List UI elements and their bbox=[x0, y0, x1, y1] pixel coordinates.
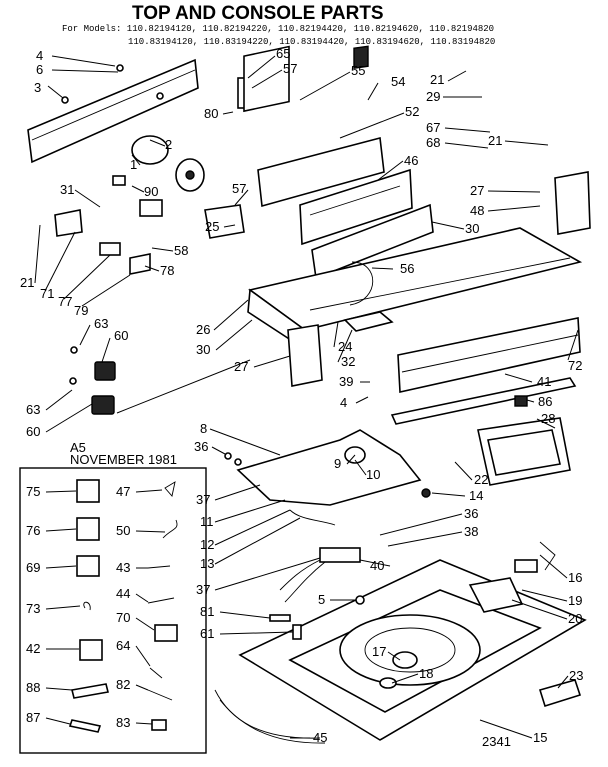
callout: 57 bbox=[283, 61, 297, 76]
callout-labels: 4 6 3 65 57 55 54 21 29 80 52 67 68 2 1 … bbox=[20, 46, 583, 745]
callout: 30 bbox=[196, 342, 210, 357]
callout: 27 bbox=[234, 359, 248, 374]
callout: 78 bbox=[160, 263, 174, 278]
models-line-2: 110.83194120, 110.83194220, 110.83194420… bbox=[128, 37, 495, 47]
legend-callout: 70 bbox=[116, 610, 130, 625]
callout: 79 bbox=[74, 303, 88, 318]
callout: 27 bbox=[470, 183, 484, 198]
date-label: NOVEMBER 1981 bbox=[70, 452, 177, 467]
callout: 63 bbox=[94, 316, 108, 331]
callout: 2 bbox=[165, 137, 172, 152]
callout: 16 bbox=[568, 570, 582, 585]
callout: 28 bbox=[541, 411, 555, 426]
legend-callout: 64 bbox=[116, 638, 130, 653]
callout: 63 bbox=[26, 402, 40, 417]
callout: 37 bbox=[196, 492, 210, 507]
callout: 56 bbox=[400, 261, 414, 276]
callout: 68 bbox=[426, 135, 440, 150]
callout: 37 bbox=[196, 582, 210, 597]
callout: 54 bbox=[391, 74, 405, 89]
callout: 72 bbox=[568, 358, 582, 373]
callout: 71 bbox=[40, 286, 54, 301]
legend-callout: 87 bbox=[26, 710, 40, 725]
callout: 31 bbox=[60, 182, 74, 197]
legend-leader-lines bbox=[45, 489, 166, 725]
callout: 18 bbox=[419, 666, 433, 681]
callout: 38 bbox=[464, 524, 478, 539]
callout: 36 bbox=[194, 439, 208, 454]
callout: 9 bbox=[334, 456, 341, 471]
parts-artwork bbox=[27, 45, 591, 744]
legend-callout: 82 bbox=[116, 677, 130, 692]
callout: 61 bbox=[200, 626, 214, 641]
callout: 60 bbox=[114, 328, 128, 343]
legend-callout: 73 bbox=[26, 601, 40, 616]
callout: 5 bbox=[318, 592, 325, 607]
legend-callout: 75 bbox=[26, 484, 40, 499]
callout: 86 bbox=[538, 394, 552, 409]
callout: 1 bbox=[130, 157, 137, 172]
diagram-title: TOP AND CONSOLE PARTS bbox=[132, 3, 384, 24]
callout: 21 bbox=[430, 72, 444, 87]
callout: 58 bbox=[174, 243, 188, 258]
callout: 67 bbox=[426, 120, 440, 135]
callout: 21 bbox=[488, 133, 502, 148]
callout: 36 bbox=[464, 506, 478, 521]
callout: 25 bbox=[205, 219, 219, 234]
callout: 4 bbox=[340, 395, 347, 410]
legend-callout: 83 bbox=[116, 715, 130, 730]
callout: 57 bbox=[232, 181, 246, 196]
callout: 20 bbox=[568, 611, 582, 626]
callout: 40 bbox=[370, 558, 384, 573]
legend-callout: 44 bbox=[116, 586, 130, 601]
legend-callout: 76 bbox=[26, 523, 40, 538]
leader-lines bbox=[34, 55, 579, 739]
callout: 11 bbox=[200, 514, 214, 529]
callout: 14 bbox=[469, 488, 483, 503]
callout: 10 bbox=[366, 467, 380, 482]
legend-callout: 50 bbox=[116, 523, 130, 538]
callout: 48 bbox=[470, 203, 484, 218]
callout: 52 bbox=[405, 104, 419, 119]
callout: 3 bbox=[34, 80, 41, 95]
callout: 80 bbox=[204, 106, 218, 121]
callout: 17 bbox=[372, 644, 386, 659]
legend-callout: 88 bbox=[26, 680, 40, 695]
callout: 39 bbox=[339, 374, 353, 389]
callout: 46 bbox=[404, 153, 418, 168]
legend-box bbox=[19, 467, 207, 754]
callout: 13 bbox=[200, 556, 214, 571]
legend-callout: 43 bbox=[116, 560, 130, 575]
callout: 32 bbox=[341, 354, 355, 369]
callout: 60 bbox=[26, 424, 40, 439]
callout: 21 bbox=[20, 275, 34, 290]
legend-callout: 47 bbox=[116, 484, 130, 499]
callout: 81 bbox=[200, 604, 214, 619]
callout: 8 bbox=[200, 421, 207, 436]
legend-callout: 42 bbox=[26, 641, 40, 656]
callout: 6 bbox=[36, 62, 43, 77]
models-line-1: For Models: 110.82194120, 110.82194220, … bbox=[62, 24, 494, 34]
callout: 26 bbox=[196, 322, 210, 337]
callout: 24 bbox=[338, 339, 352, 354]
callout: 30 bbox=[465, 221, 479, 236]
callout: 4 bbox=[36, 48, 43, 63]
callout: 22 bbox=[474, 472, 488, 487]
callout: 77 bbox=[58, 294, 72, 309]
callout: 45 bbox=[313, 730, 327, 745]
callout: 55 bbox=[351, 63, 365, 78]
callout: 12 bbox=[200, 537, 214, 552]
callout: 19 bbox=[568, 593, 582, 608]
drawing-number: 2341 bbox=[482, 734, 511, 749]
legend-callout: 69 bbox=[26, 560, 40, 575]
callout: 15 bbox=[533, 730, 547, 745]
revision-label: A5 bbox=[70, 440, 86, 455]
callout: 23 bbox=[569, 668, 583, 683]
callout: 65 bbox=[276, 46, 290, 61]
callout: 29 bbox=[426, 89, 440, 104]
callout: 90 bbox=[144, 184, 158, 199]
legend-callout-labels: 75 47 76 50 69 43 73 44 70 42 64 88 82 8… bbox=[26, 484, 130, 730]
callout: 41 bbox=[537, 374, 551, 389]
